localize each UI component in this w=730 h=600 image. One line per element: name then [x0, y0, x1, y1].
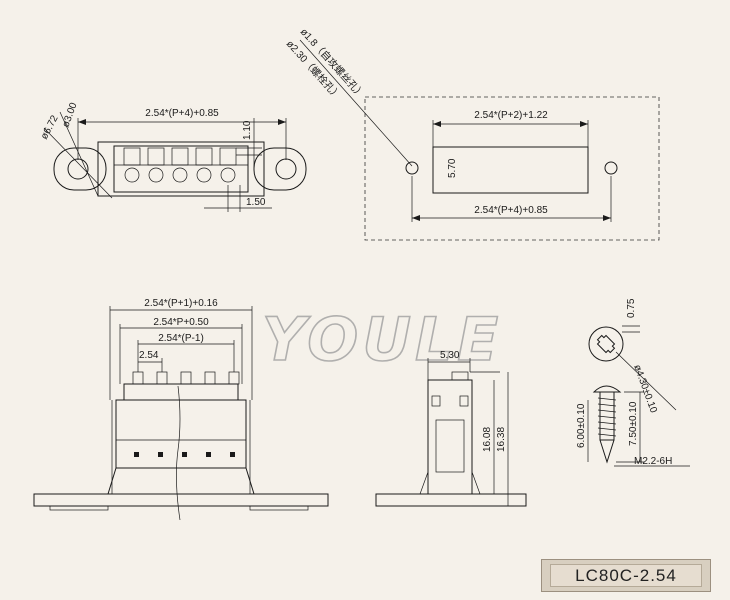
- screw-thread: [597, 397, 617, 437]
- right-flange: [253, 147, 307, 191]
- left-mount-hole: [67, 158, 89, 180]
- side-depth-dim: 5.30: [440, 350, 460, 361]
- right-mount-hole: [275, 158, 297, 180]
- side-base-plate: [375, 493, 527, 507]
- side-pin-top: [451, 371, 469, 381]
- top-pitch-dim-150: 1.50: [246, 197, 266, 208]
- top-pitch-dim-110: 1.10: [242, 120, 253, 140]
- top-total-width-dim: 2.54*(P+4)+0.85: [145, 108, 219, 119]
- screw-shank-dim: 6.00±0.10: [576, 403, 587, 448]
- side-body: [427, 379, 473, 495]
- front-base-foot-right: [249, 505, 309, 511]
- screw-slot-dim: 0.75: [626, 298, 637, 318]
- side-height-dim-1: 16.08: [482, 427, 493, 452]
- top-view: 2.54*(P+4)+0.85 ø3.00 ø6.72 1.10 1.50: [39, 101, 307, 212]
- side-contact-window: [435, 419, 465, 473]
- connector-housing: [113, 145, 249, 193]
- break-line: [176, 385, 181, 521]
- panel-screw-hole-right: [604, 161, 618, 175]
- screw-detail: 0.75 ø4.30±0.10 6.00±0.10 7.50±0.10 M2.2…: [576, 298, 690, 467]
- screw-tip: [599, 439, 615, 464]
- panel-window: [432, 146, 589, 194]
- hole-diameter-large-dim: ø6.72: [39, 113, 61, 141]
- hole-diameter-small-dim: ø3.00: [60, 101, 79, 129]
- panel-screw-hole-left: [405, 161, 419, 175]
- side-view: 5.30 16.08 16.38: [375, 350, 527, 507]
- front-view: 2.54*(P+1)+0.16 2.54*P+0.50 2.54*(P-1) 2…: [33, 298, 329, 521]
- front-width-dim-1: 2.54*(P+1)+0.16: [144, 298, 218, 309]
- screw-length-dim: 7.50±0.10: [628, 401, 639, 446]
- panel-outline: [364, 96, 660, 241]
- front-pins: [132, 371, 240, 457]
- front-base-plate: [33, 493, 329, 507]
- cutout-window-height-dim: 5.70: [447, 158, 458, 178]
- screw-thread-spec: M2.2-6H: [634, 456, 672, 467]
- cutout-hole-spacing-dim: 2.54*(P+4)+0.85: [474, 205, 548, 216]
- front-base-foot-left: [49, 505, 109, 511]
- screw-head-side: [592, 385, 622, 393]
- front-header: [123, 383, 239, 401]
- part-number-label: LC80C-2.54: [541, 559, 711, 592]
- front-width-dim-3: 2.54*(P-1): [158, 333, 204, 344]
- front-legs: [107, 467, 255, 495]
- contact-slots: [114, 147, 248, 183]
- screw-head-top: [588, 326, 624, 362]
- front-body: [115, 399, 247, 469]
- part-number-text: LC80C-2.54: [550, 564, 702, 587]
- connector-body: [97, 141, 265, 197]
- panel-cutout-view: ø1.8（自攻螺丝孔） ø2.30（螺栓孔） 2.54*(P+2)+1.22 5…: [284, 25, 660, 241]
- front-pitch-dim: 2.54: [139, 350, 159, 361]
- side-height-dim-2: 16.38: [496, 427, 507, 452]
- phillips-slot-icon: [596, 334, 616, 354]
- cutout-window-width-dim: 2.54*(P+2)+1.22: [474, 110, 548, 121]
- watermark-logo: YOULE: [262, 305, 502, 375]
- front-width-dim-2: 2.54*P+0.50: [153, 317, 209, 328]
- left-flange: [53, 147, 107, 191]
